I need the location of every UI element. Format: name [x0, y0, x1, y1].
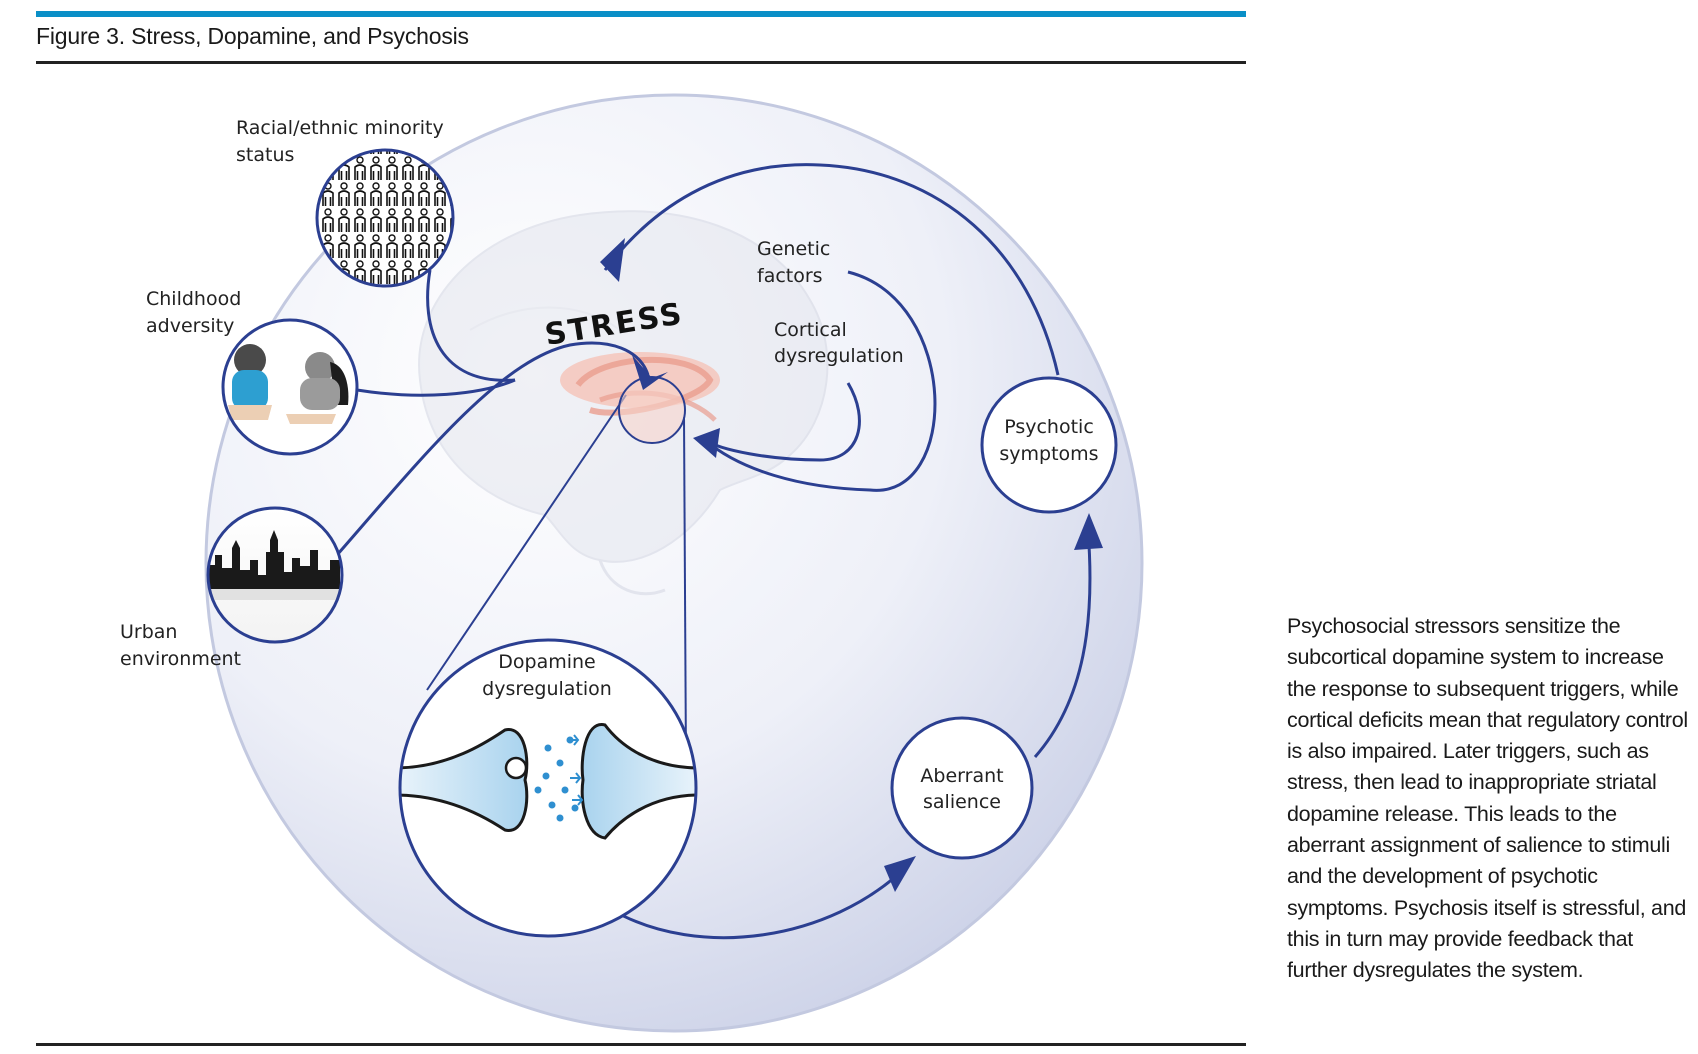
skyline-illustration — [208, 530, 342, 600]
urban-label-line1: Urban — [120, 621, 177, 643]
urban-label-line2: environment — [120, 648, 241, 670]
genetic-label-line2: factors — [757, 265, 823, 287]
psychotic-node — [980, 376, 1118, 514]
minority-label-line1: Racial/ethnic minority — [236, 117, 444, 139]
figure-caption: Psychosocial stressors sensitize the sub… — [1287, 614, 1688, 983]
salience-node — [890, 716, 1034, 860]
title-rule — [36, 61, 1246, 64]
synapse-illustration — [400, 723, 696, 840]
salience-label-line2: salience — [923, 791, 1001, 813]
salience-label-line1: Aberrant — [920, 765, 1003, 787]
figure-title: Figure 3. Stress, Dopamine, and Psychosi… — [36, 23, 469, 49]
genetic-label-line1: Genetic — [757, 238, 830, 260]
stress-dopamine-diagram: STRESS Racial/ethnic minority status Chi… — [120, 93, 1144, 1033]
striatum-focus-circle — [618, 376, 686, 444]
dopamine-node — [398, 638, 698, 938]
bottom-rule — [36, 1043, 1246, 1046]
psychotic-label-line2: symptoms — [999, 443, 1098, 465]
childhood-label-line1: Childhood — [146, 288, 241, 310]
cortical-label-line2: dysregulation — [774, 345, 904, 367]
dopamine-label-line1: Dopamine — [498, 651, 595, 673]
urban-node — [206, 506, 344, 644]
arrowheads — [600, 238, 1103, 892]
dopamine-label-line2: dysregulation — [482, 678, 612, 700]
top-accent-rule — [36, 11, 1246, 17]
psychotic-label-line1: Psychotic — [1004, 416, 1094, 438]
children-illustration — [228, 344, 349, 424]
arrows — [335, 163, 1092, 940]
childhood-label-line2: adversity — [146, 315, 234, 337]
minority-node — [315, 148, 455, 288]
cortical-label-line1: Cortical — [774, 319, 847, 341]
childhood-node — [221, 318, 359, 456]
minority-label-line2: status — [236, 144, 294, 166]
